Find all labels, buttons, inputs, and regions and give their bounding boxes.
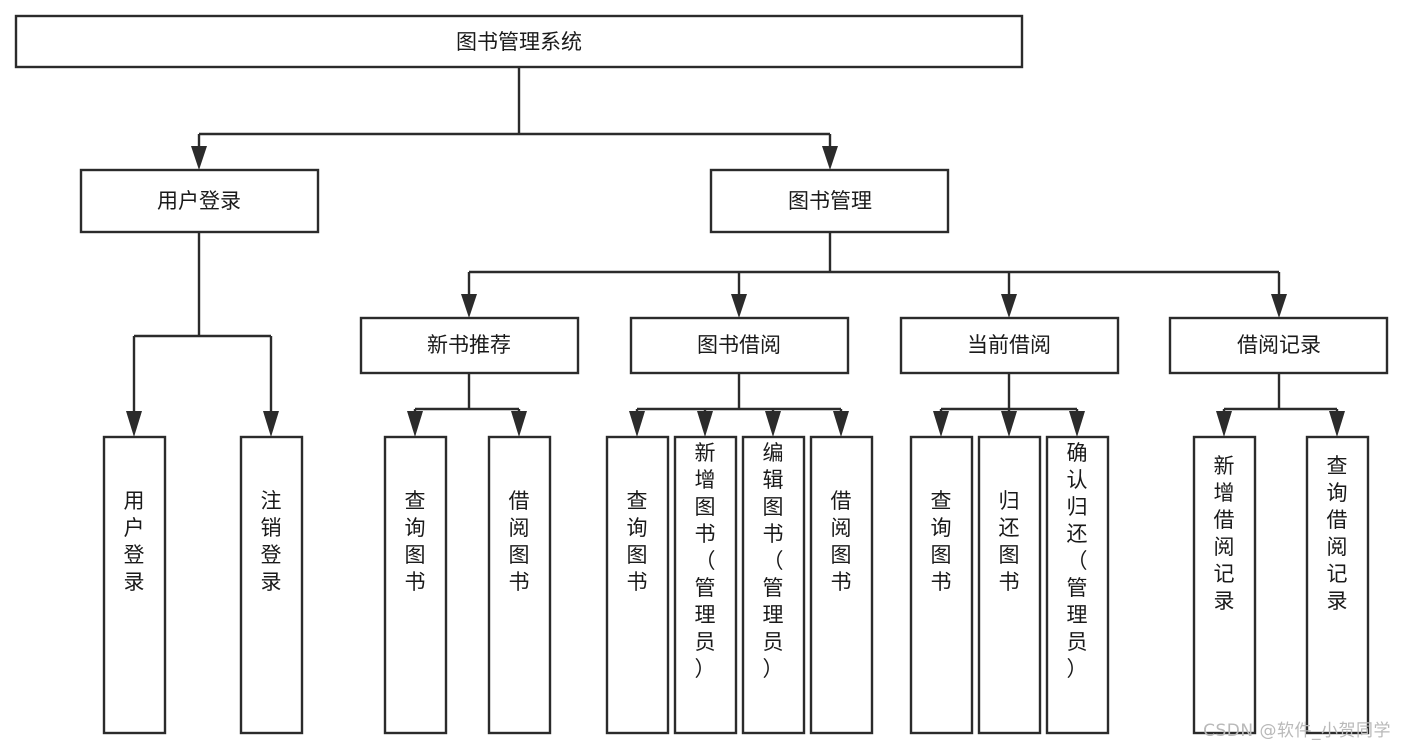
node-book-manage-label: 图书管理 — [788, 189, 872, 213]
node-leaf-query-book-2[interactable]: 查询图书 — [605, 435, 670, 735]
node-leaf-query-book-3[interactable]: 查询图书 — [909, 435, 974, 735]
node-leaf-return-book[interactable]: 归还图书 — [977, 435, 1042, 735]
arrow-bb-c3 — [765, 411, 781, 437]
node-current-borrow[interactable]: 当前借阅 — [899, 316, 1120, 375]
arrow-root-to-book-manage — [822, 146, 838, 170]
arrow-root-to-user-login — [191, 146, 207, 170]
node-borrow-record-box[interactable] — [1168, 316, 1389, 375]
node-user-login-label: 用户登录 — [157, 189, 241, 213]
node-book-manage[interactable]: 图书管理 — [709, 168, 950, 234]
arrow-user-login-c1 — [126, 411, 142, 437]
node-borrow-record-label: 借阅记录 — [1237, 333, 1321, 357]
node-leaf-borrow-book-2[interactable]: 借阅图书 — [809, 435, 874, 735]
node-root-box[interactable] — [14, 14, 1024, 69]
node-leaf-user-logout-label: 注销登录 — [261, 489, 282, 594]
node-book-manage-box[interactable] — [709, 168, 950, 234]
node-root-label: 图书管理系统 — [456, 30, 582, 54]
arrow-bb-c2 — [697, 411, 713, 437]
node-user-login[interactable]: 用户登录 — [79, 168, 320, 234]
node-leaf-add-book-label: 新增图书（管理员） — [695, 441, 716, 681]
node-leaf-query-book-1[interactable]: 查询图书 — [383, 435, 448, 735]
node-leaf-user-logout[interactable]: 注销登录 — [239, 435, 304, 735]
node-leaf-edit-book-box[interactable] — [741, 435, 806, 735]
arrow-bm-c4 — [1271, 294, 1287, 318]
node-leaf-query-book-1-box[interactable] — [383, 435, 448, 735]
node-leaf-borrow-book-2-label: 借阅图书 — [831, 489, 852, 594]
node-leaf-borrow-book-1[interactable]: 借阅图书 — [487, 435, 552, 735]
node-new-book-recommend-box[interactable] — [359, 316, 580, 375]
node-book-borrow-box[interactable] — [629, 316, 850, 375]
node-leaf-query-book-3-label: 查询图书 — [931, 489, 952, 594]
node-leaf-borrow-book-1-label: 借阅图书 — [509, 489, 530, 594]
node-leaf-add-book-box[interactable] — [673, 435, 738, 735]
csdn-watermark: CSDN @软件_小贺同学 — [1203, 721, 1391, 741]
node-leaf-add-record[interactable]: 新增借阅记录 — [1192, 435, 1257, 735]
arrow-br-c1 — [1216, 411, 1232, 437]
node-root[interactable]: 图书管理系统 — [14, 14, 1024, 69]
node-leaf-user-login-label: 用户登录 — [124, 489, 145, 594]
node-current-borrow-label: 当前借阅 — [967, 333, 1051, 357]
arrow-bb-c1 — [629, 411, 645, 437]
node-leaf-add-book[interactable]: 新增图书（管理员） — [673, 435, 738, 735]
node-leaf-user-login-box[interactable] — [102, 435, 167, 735]
node-leaf-edit-book-label: 编辑图书（管理员） — [763, 441, 784, 681]
node-new-book-recommend[interactable]: 新书推荐 — [359, 316, 580, 375]
arrow-bb-c4 — [833, 411, 849, 437]
node-leaf-return-book-label: 归还图书 — [999, 489, 1020, 594]
arrow-nbr-c2 — [511, 411, 527, 437]
node-leaf-query-book-1-label: 查询图书 — [405, 489, 426, 594]
node-leaf-query-record-box[interactable] — [1305, 435, 1370, 735]
node-leaf-add-record-label: 新增借阅记录 — [1214, 454, 1235, 613]
node-leaf-confirm-return-label: 确认归还（管理员） — [1067, 441, 1088, 681]
node-leaf-borrow-book-2-box[interactable] — [809, 435, 874, 735]
node-leaf-user-login[interactable]: 用户登录 — [102, 435, 167, 735]
arrow-br-c2 — [1329, 411, 1345, 437]
arrow-nbr-c1 — [407, 411, 423, 437]
node-new-book-recommend-label: 新书推荐 — [427, 333, 511, 357]
node-leaf-query-book-2-box[interactable] — [605, 435, 670, 735]
node-leaf-query-book-3-box[interactable] — [909, 435, 974, 735]
node-leaf-borrow-book-1-box[interactable] — [487, 435, 552, 735]
arrow-bm-c1 — [461, 294, 477, 318]
edge-layer — [126, 67, 1345, 437]
node-leaf-add-record-box[interactable] — [1192, 435, 1257, 735]
arrow-bm-c3 — [1001, 294, 1017, 318]
node-current-borrow-box[interactable] — [899, 316, 1120, 375]
node-leaf-edit-book[interactable]: 编辑图书（管理员） — [741, 435, 806, 735]
node-user-login-box[interactable] — [79, 168, 320, 234]
arrow-cb-c3 — [1069, 411, 1085, 437]
node-leaf-return-book-box[interactable] — [977, 435, 1042, 735]
node-book-borrow[interactable]: 图书借阅 — [629, 316, 850, 375]
arrow-cb-c2 — [1001, 411, 1017, 437]
node-borrow-record[interactable]: 借阅记录 — [1168, 316, 1389, 375]
node-leaf-confirm-return-box[interactable] — [1045, 435, 1110, 735]
node-leaf-query-record-label: 查询借阅记录 — [1327, 454, 1348, 613]
arrow-cb-c1 — [933, 411, 949, 437]
arrow-user-login-c2 — [263, 411, 279, 437]
node-leaf-user-logout-box[interactable] — [239, 435, 304, 735]
node-leaf-query-book-2-label: 查询图书 — [627, 489, 648, 594]
node-leaf-confirm-return[interactable]: 确认归还（管理员） — [1045, 435, 1110, 735]
node-leaf-query-record[interactable]: 查询借阅记录 — [1305, 435, 1370, 735]
arrow-bm-c2 — [731, 294, 747, 318]
node-book-borrow-label: 图书借阅 — [697, 333, 781, 357]
